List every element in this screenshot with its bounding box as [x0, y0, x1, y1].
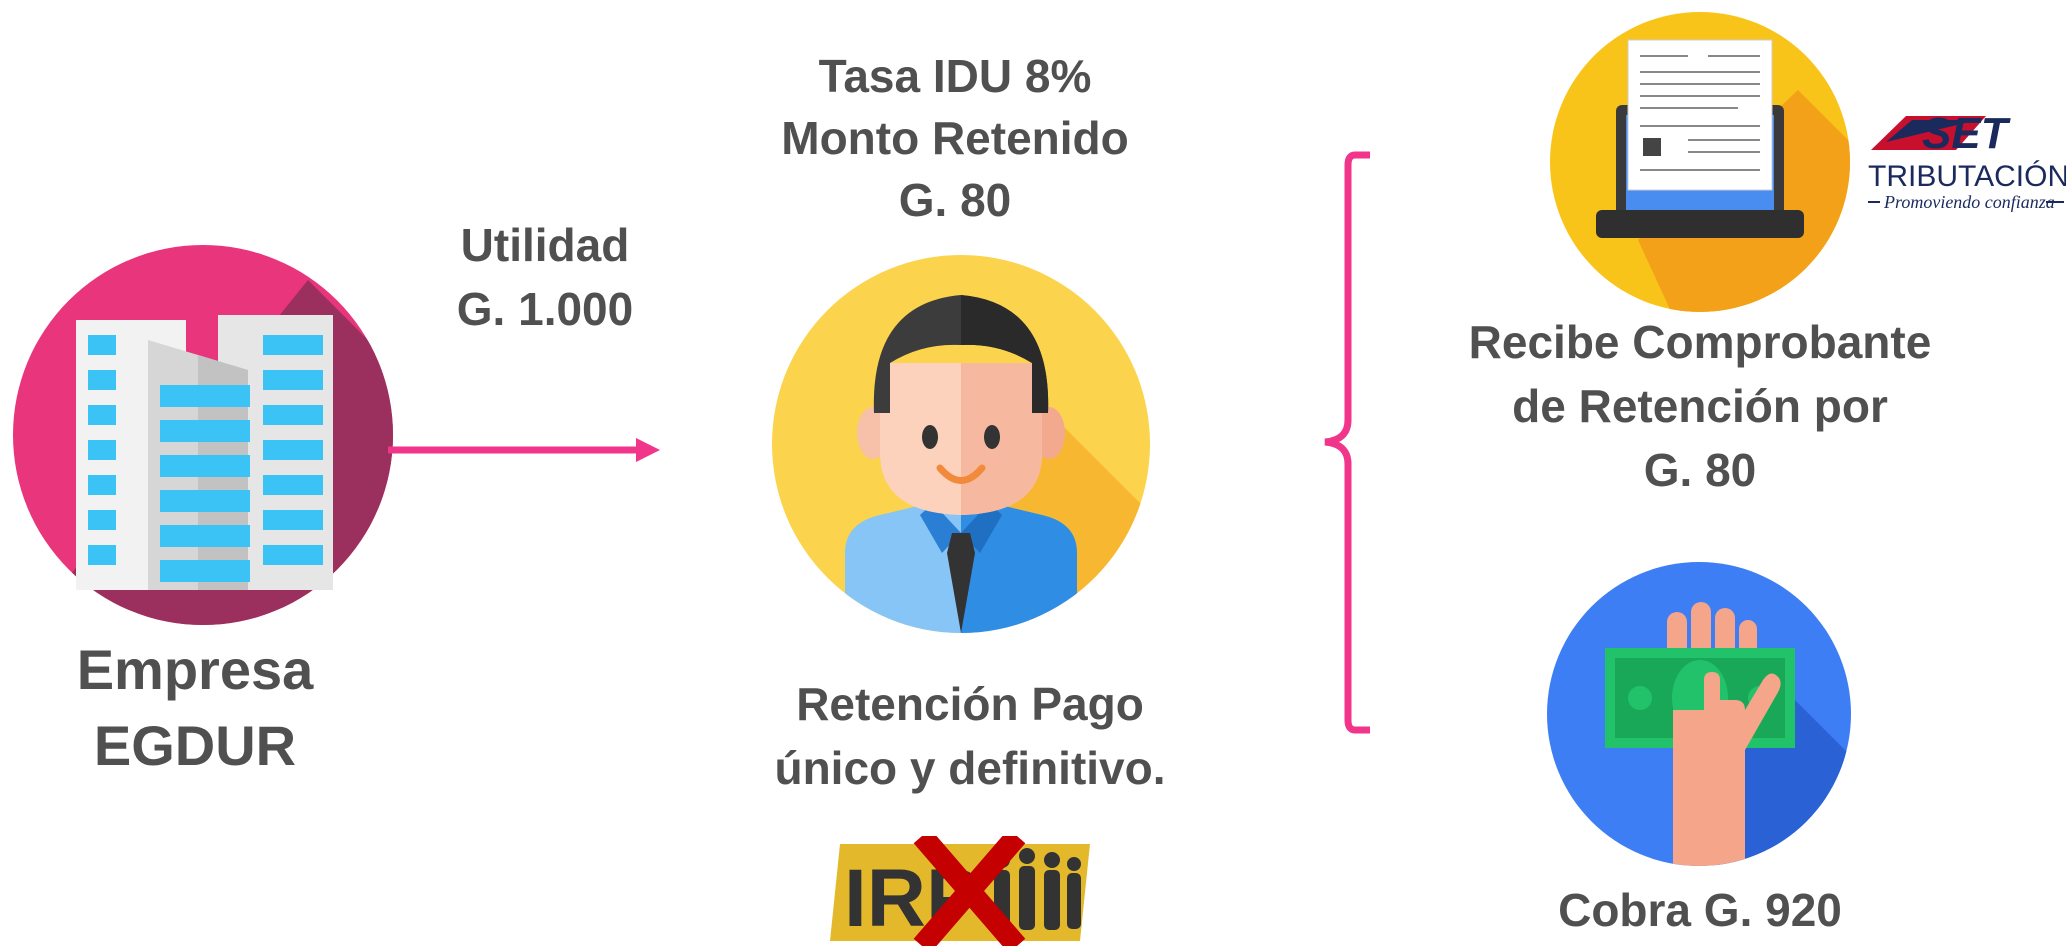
retention-line2: único y definitivo.: [774, 742, 1166, 794]
cash-hand-icon: [1545, 560, 1853, 868]
set-brand-text: SET: [1922, 109, 2011, 158]
company-line2: EGDUR: [93, 714, 297, 777]
rate-line1: Tasa IDU 8%: [818, 50, 1092, 102]
utility-line1: Utilidad: [460, 219, 630, 271]
rate-line2: Monto Retenido: [781, 112, 1129, 164]
retention-label: Retención Pago único y definitivo.: [760, 672, 1180, 800]
brace-bracket: [1315, 150, 1375, 735]
utility-label: Utilidad G. 1.000: [430, 213, 660, 341]
utility-amount: G. 1.000: [456, 283, 634, 335]
businessman-icon: [770, 253, 1152, 635]
receipt-amount: G. 80: [1643, 444, 1757, 496]
set-logo-icon: SET TRIBUTACIÓN Promoviendo confianza: [1866, 108, 2066, 220]
retention-line1: Retención Pago: [796, 678, 1144, 730]
rate-amount: G. 80: [898, 174, 1012, 226]
collect-amount: Cobra G. 920: [1558, 884, 1842, 936]
building-icon: [8, 240, 398, 630]
irp-logo-icon: IRP: [822, 836, 1092, 946]
set-tagline-text: Promoviendo confianza: [1883, 192, 2055, 212]
receipt-line1: Recibe Comprobante: [1468, 316, 1932, 368]
company-line1: Empresa: [76, 638, 314, 701]
flow-arrow: [388, 430, 668, 470]
receipt-laptop-icon: [1548, 10, 1852, 314]
receipt-line2: de Retención por: [1512, 380, 1888, 432]
rate-label: Tasa IDU 8% Monto Retenido G. 80: [760, 45, 1150, 231]
collect-label: Cobra G. 920: [1480, 878, 1920, 942]
company-label: Empresa EGDUR: [40, 632, 350, 784]
set-name-text: TRIBUTACIÓN: [1868, 160, 2066, 193]
receipt-label: Recibe Comprobante de Retención por G. 8…: [1440, 310, 1960, 502]
